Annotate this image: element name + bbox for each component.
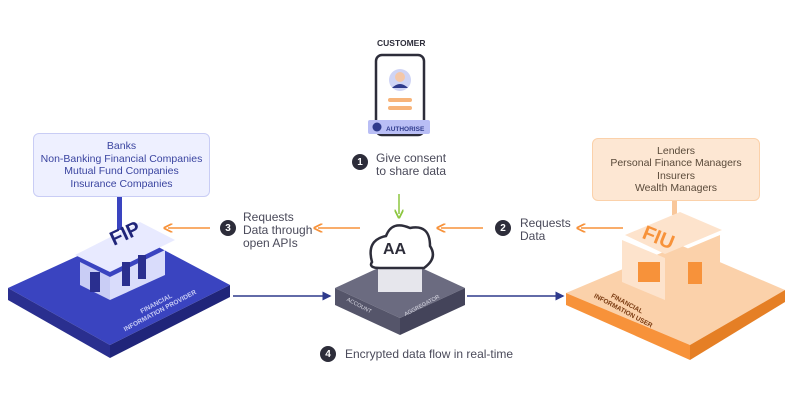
step-4-badge: 4 xyxy=(320,346,336,362)
fip-platform xyxy=(8,222,230,358)
aa-logo: AA xyxy=(383,241,407,258)
aa-platform xyxy=(335,224,465,335)
customer-label: CUSTOMER xyxy=(377,38,426,48)
fiu-platform xyxy=(566,212,785,360)
phone-icon xyxy=(368,53,430,137)
step-3-badge: 3 xyxy=(220,220,236,236)
step-2-badge: 2 xyxy=(495,220,511,236)
step-1-badge: 1 xyxy=(352,154,368,170)
authorise-button[interactable]: AUTHORISE xyxy=(386,126,425,133)
step-4-text: Encrypted data flow in real-time xyxy=(345,347,514,361)
